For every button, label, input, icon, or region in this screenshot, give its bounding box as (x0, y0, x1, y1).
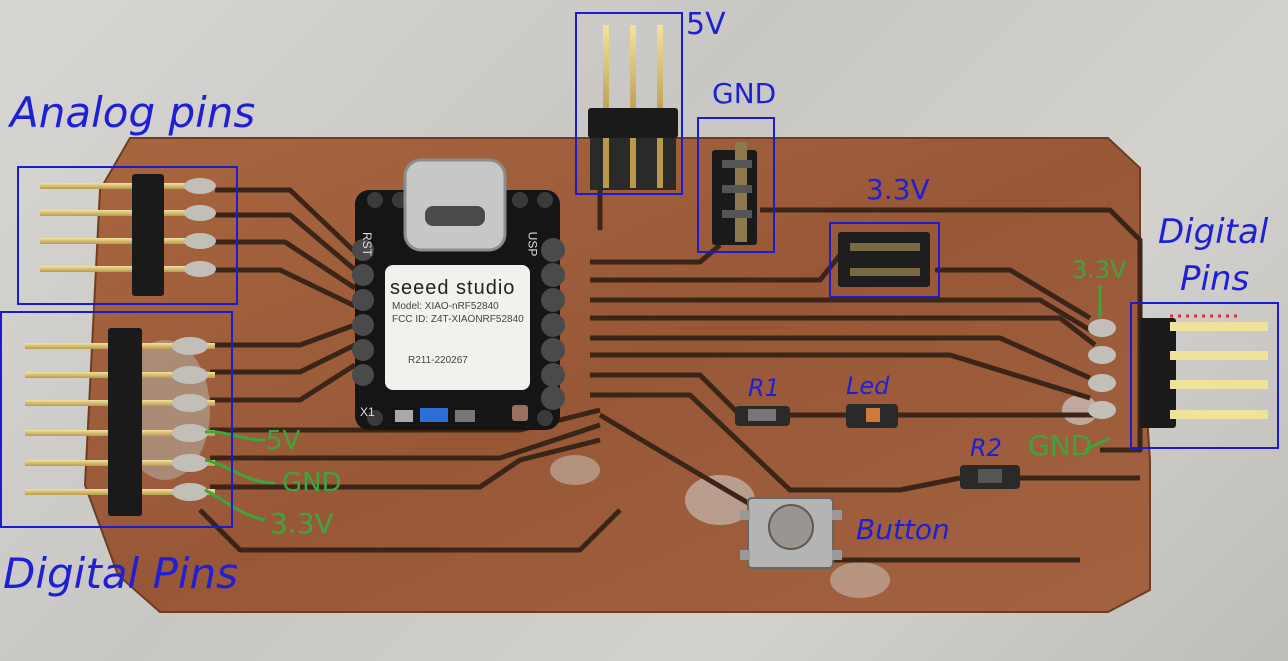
gnd-top-label: GND (712, 77, 777, 110)
module-code: R211-220267 (408, 355, 468, 366)
gnd-box (697, 117, 775, 253)
r2-label: R2 (970, 434, 1002, 462)
5v-box (575, 12, 683, 195)
digital-pins-right-box (1130, 302, 1279, 449)
5v-top-label: 5V (686, 7, 726, 42)
digital-header-left (25, 328, 215, 516)
button-label: Button (856, 513, 950, 546)
module-usp: USP (525, 231, 540, 257)
3v3-box (829, 222, 940, 298)
digital-pins-left-box (0, 311, 233, 528)
digital-header-right (1088, 314, 1268, 428)
green-arrows (204, 285, 1111, 522)
digital-pins-right-label-line2: Pins (1180, 259, 1250, 299)
3v3-right-label: 3.3V (1072, 256, 1127, 284)
gnd-header (712, 142, 757, 245)
3v3-left-label: 3.3V (270, 507, 334, 540)
module-brand: seeed studio (390, 277, 516, 299)
led-component (846, 404, 898, 428)
5v-header (588, 25, 678, 190)
module-model: Model: XIAO-nRF52840 (392, 301, 499, 312)
gnd-left-label: GND (282, 468, 342, 498)
analog-header (40, 174, 216, 296)
module-x1: X1 (360, 405, 375, 419)
analog-pins-label: Analog pins (10, 88, 256, 137)
module-rst: RST (360, 232, 374, 256)
module-fcc: FCC ID: Z4T-XIAONRF52840 (392, 314, 524, 325)
digital-pins-left-label: Digital Pins (3, 549, 239, 598)
3v3-header (838, 232, 930, 287)
led-label: Led (846, 372, 890, 400)
3v3-top-label: 3.3V (866, 173, 930, 206)
5v-left-label: 5V (266, 426, 301, 456)
digital-pins-right-label-line1: Digital (1158, 212, 1269, 252)
xiao-module (352, 158, 565, 430)
r1-resistor (735, 406, 790, 426)
r2-resistor (960, 465, 1020, 489)
gnd-right-label: GND (1028, 429, 1093, 462)
analog-pins-box (17, 166, 238, 305)
r1-label: R1 (748, 374, 780, 402)
push-button (740, 497, 842, 569)
